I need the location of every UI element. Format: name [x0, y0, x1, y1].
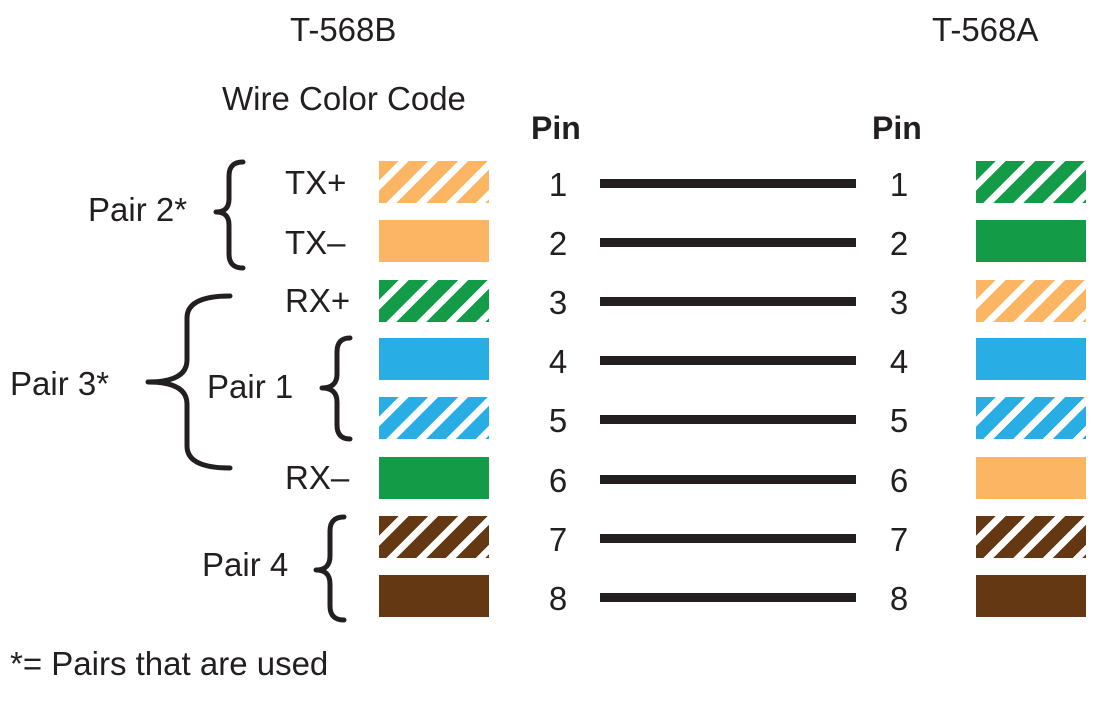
t568a-wire-4-solid	[976, 338, 1086, 380]
t568b-wire-5-striped	[379, 397, 489, 439]
white-stripe	[976, 516, 1086, 558]
pin-line-7	[600, 534, 856, 543]
right-pin-4: 4	[889, 343, 909, 380]
t568a-title: T-568A	[932, 11, 1039, 48]
pair4-label: Pair 4	[202, 546, 289, 583]
right-pin-8: 8	[889, 580, 909, 617]
right-pin-3: 3	[889, 284, 909, 321]
left-pin-7: 7	[548, 521, 568, 558]
right-pin-7: 7	[889, 521, 909, 558]
pin-line-4	[600, 356, 856, 365]
signal-rx-minus: RX–	[285, 459, 350, 496]
pin-line-3	[600, 297, 856, 306]
pin-line-8	[600, 593, 856, 602]
pair4-brace	[313, 514, 347, 623]
pair3-label: Pair 3*	[10, 365, 110, 402]
pin-line-6	[600, 475, 856, 484]
pair1-label: Pair 1	[207, 368, 294, 405]
t568a-wire-1-striped	[976, 161, 1086, 203]
left-pin-8: 8	[548, 580, 568, 617]
t568a-wire-5-striped	[976, 397, 1086, 439]
left-pin-3: 3	[548, 284, 568, 321]
pin-line-1	[600, 179, 856, 188]
signal-tx-minus: TX–	[285, 224, 346, 261]
t568a-wire-6-solid	[976, 457, 1086, 499]
t568a-wire-7-striped	[976, 516, 1086, 558]
white-stripe	[379, 397, 489, 439]
signal-tx-plus: TX+	[285, 164, 347, 201]
pin-line-5	[600, 415, 856, 424]
left-pin-5: 5	[548, 402, 568, 439]
pair3-brace	[145, 293, 233, 471]
t568a-wire-8-solid	[976, 575, 1086, 617]
pair2-brace	[213, 159, 246, 271]
t568b-wire-7-striped	[379, 516, 489, 558]
left-pin-6: 6	[548, 462, 568, 499]
t568b-wire-8-solid	[379, 575, 489, 617]
t568a-wire-2-solid	[976, 220, 1086, 262]
white-stripe	[379, 516, 489, 558]
right-pin-6: 6	[889, 462, 909, 499]
white-stripe	[379, 161, 489, 203]
pin-header-right: Pin	[872, 110, 922, 146]
left-pin-2: 2	[548, 225, 568, 262]
t568b-title: T-568B	[290, 11, 397, 48]
t568b-wire-4-solid	[379, 338, 489, 380]
t568b-wire-2-solid	[379, 220, 489, 262]
t568b-wire-1-striped	[379, 161, 489, 203]
white-stripe	[976, 280, 1086, 322]
signal-rx-plus: RX+	[285, 282, 351, 319]
pin-header-left: Pin	[531, 110, 581, 146]
pair2-label: Pair 2*	[88, 191, 188, 228]
pin-line-2	[600, 238, 856, 247]
white-stripe	[976, 161, 1086, 203]
wire-color-code-label: Wire Color Code	[222, 80, 466, 117]
white-stripe	[379, 280, 489, 322]
footnote: *= Pairs that are used	[10, 645, 329, 682]
right-pin-1: 1	[889, 166, 909, 203]
t568a-wire-3-striped	[976, 280, 1086, 322]
left-pin-4: 4	[548, 343, 568, 380]
t568b-wire-3-striped	[379, 280, 489, 322]
t568b-wire-6-solid	[379, 457, 489, 499]
right-pin-5: 5	[889, 402, 909, 439]
right-pin-2: 2	[889, 225, 909, 262]
pair1-brace	[319, 335, 353, 442]
white-stripe	[976, 397, 1086, 439]
left-pin-1: 1	[548, 166, 568, 203]
